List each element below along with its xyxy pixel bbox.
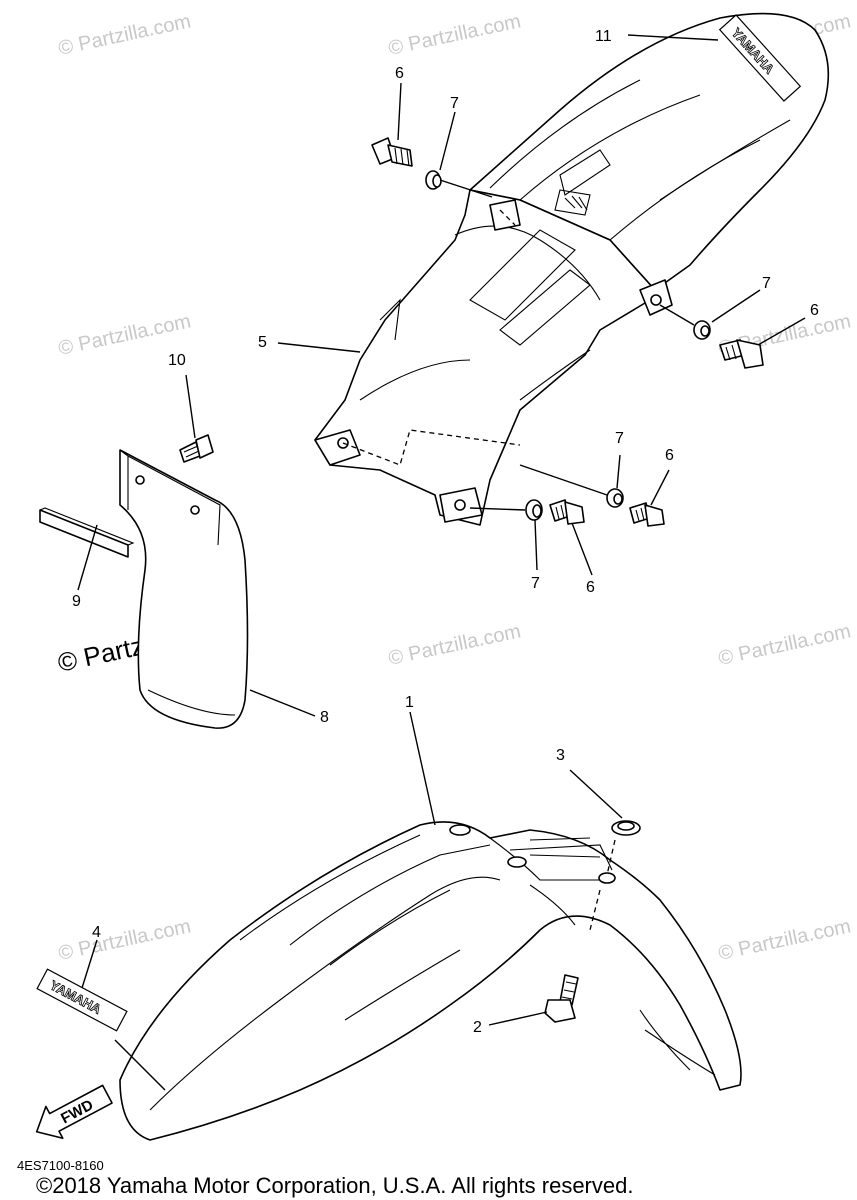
watermark: © Partzilla.com: [716, 620, 852, 670]
bolt-10: [179, 434, 214, 463]
copyright-notice: ©2018 Yamaha Motor Corporation, U.S.A. A…: [36, 1173, 633, 1198]
leader-lines: [77, 34, 806, 1091]
grommet-3: [611, 820, 641, 836]
callout-7: 7: [531, 575, 540, 592]
watermark: © Partzilla.com: [56, 10, 192, 60]
callout-9: 9: [72, 593, 81, 610]
forward-arrow: FWD: [35, 1084, 113, 1140]
diagram-code: 4ES7100-8160: [17, 1158, 104, 1173]
watermark: © Partzilla.com: [56, 915, 192, 965]
callout-6: 6: [810, 302, 819, 319]
bolt-6-right: [719, 339, 764, 369]
callout-7: 7: [615, 430, 624, 447]
callout-1: 1: [405, 694, 414, 711]
callout-10: 10: [168, 352, 186, 369]
callout-numbers: 11 6 7 7 6 5 10 7 6 7 6 9 8 1 3 4 2: [72, 28, 819, 1036]
front-fender: [119, 821, 742, 1141]
yamaha-decal-front: YAMAHA: [36, 968, 128, 1032]
rubber-strip: [39, 509, 129, 558]
watermark: © Partzilla.com: [386, 10, 522, 60]
rear-fender: [314, 189, 656, 526]
rear-flap-assembly: [39, 434, 249, 729]
bolt-6-lower: [549, 499, 585, 525]
collar-7-lower-right: [606, 488, 624, 508]
callout-6: 6: [586, 579, 595, 596]
callout-6: 6: [665, 447, 674, 464]
callout-3: 3: [556, 747, 565, 764]
bolt-6-lower-right: [629, 502, 665, 527]
callout-4: 4: [92, 924, 101, 941]
collar-7-lower: [525, 499, 543, 521]
callout-6: 6: [395, 65, 404, 82]
collar-7-right: [693, 320, 711, 340]
rear-fender-assembly: YAMAHA: [314, 12, 830, 526]
watermark: © Partzilla.com: [386, 620, 522, 670]
callout-8: 8: [320, 709, 329, 726]
callout-11: 11: [595, 28, 612, 45]
callout-5: 5: [258, 334, 267, 351]
callout-7: 7: [762, 275, 771, 292]
callout-2: 2: [473, 1019, 482, 1036]
collar-7-top: [425, 170, 442, 190]
fasteners: [371, 137, 764, 527]
rear-flap: [119, 449, 249, 729]
bolt-6-top: [371, 137, 413, 167]
watermark: © Partzilla.com: [716, 915, 852, 965]
front-fender-assembly: YAMAHA FWD: [35, 820, 742, 1141]
rear-fender-top-cover: [469, 12, 830, 291]
bolt-2: [544, 974, 579, 1023]
callout-7: 7: [450, 95, 459, 112]
